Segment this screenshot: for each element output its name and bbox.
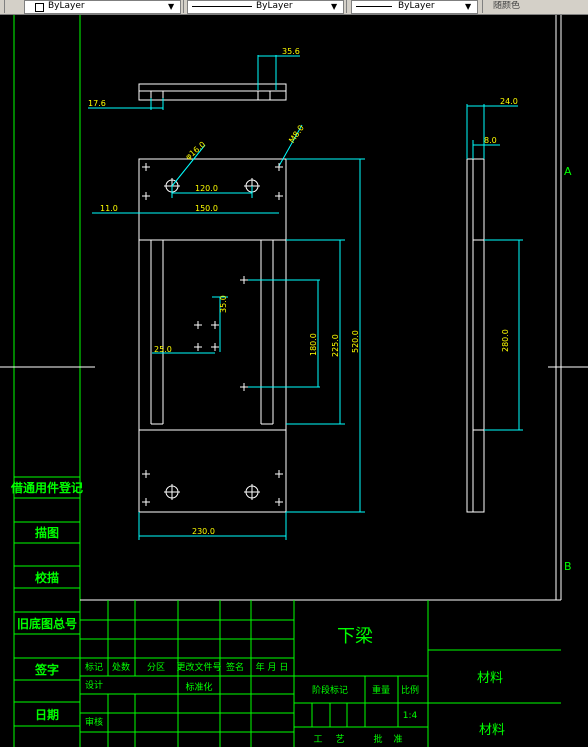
center-mark-icon [142, 498, 150, 506]
linetype-dropdown[interactable]: ByLayer ▼ [187, 0, 344, 14]
strip-label-trace: 描图 [35, 525, 59, 540]
toolbar-separator [4, 0, 5, 13]
header-change-doc: 更改文件号 [176, 661, 221, 673]
layer-dropdown[interactable]: ByLayer ▼ [24, 0, 181, 14]
header-zone: 分区 [147, 662, 165, 673]
center-mark-icon [142, 163, 150, 171]
center-mark-icon [194, 343, 202, 351]
center-mark-icon [275, 163, 283, 171]
linetype-value: ByLayer [256, 1, 293, 11]
bottom-label-approve-2: 准 [393, 734, 402, 745]
properties-toolbar: ByLayer ▼ ByLayer ▼ ByLayer ▼ 随颜色 [0, 0, 588, 15]
dim-25: 25.0 [154, 345, 172, 354]
strip-label-old-drawing-no: 旧底图总号 [17, 616, 77, 631]
toolbar-separator [482, 0, 483, 13]
strip-label-signature: 签字 [34, 662, 59, 677]
scale-value: 1:4 [403, 711, 418, 721]
lineweight-value: ByLayer [398, 1, 435, 11]
color-swatch-icon [35, 3, 44, 12]
scale-label: 比例 [401, 684, 419, 696]
center-mark-icon [240, 383, 248, 391]
header-mark: 标记 [85, 661, 103, 673]
top-view-dimensions [88, 55, 300, 110]
front-view-dimensions [92, 124, 365, 540]
linetype-preview-icon [192, 6, 252, 7]
center-mark-icon [142, 470, 150, 478]
dim-8: 8.0 [484, 136, 497, 145]
dim-225: 225.0 [331, 334, 340, 357]
side-view [466, 158, 485, 513]
weight-label: 重量 [372, 684, 390, 696]
front-view [138, 158, 287, 513]
toolbar-separator [183, 0, 184, 13]
dim-11: 11.0 [100, 204, 118, 213]
material-label-2: 材料 [479, 723, 505, 738]
dim-280: 280.0 [501, 329, 510, 352]
center-mark-icon [211, 343, 219, 351]
bottom-label-craft-2: 艺 [335, 734, 344, 745]
header-sign: 签名 [226, 661, 244, 673]
center-mark-icon [142, 192, 150, 200]
strip-label-date: 日期 [35, 707, 59, 722]
center-mark-icon [275, 192, 283, 200]
dim-35: 35.0 [219, 295, 228, 313]
header-count: 处数 [112, 661, 130, 673]
strip-label-borrow-register: 借通用件登记 [10, 480, 83, 495]
dim-180: 180.0 [309, 333, 318, 356]
design-label: 设计 [85, 679, 103, 691]
strip-label-check: 校描 [35, 570, 59, 585]
standardize-label: 标准化 [185, 681, 212, 693]
side-view-dimensions [466, 104, 523, 431]
dim-17-6: 17.6 [88, 99, 106, 108]
bottom-label-craft-1: 工 [313, 735, 322, 745]
chevron-down-icon[interactable]: ▼ [465, 2, 472, 11]
review-label: 审核 [85, 716, 103, 728]
dim-230: 230.0 [192, 527, 215, 536]
dim-520: 520.0 [351, 330, 360, 353]
lineweight-preview-icon [356, 6, 392, 7]
chevron-down-icon[interactable]: ▼ [168, 2, 175, 11]
dim-24: 24.0 [500, 97, 518, 106]
dim-hole-dia: φ16.0 [184, 140, 207, 162]
plot-style-value: 随颜色 [493, 1, 521, 11]
plot-style-dropdown[interactable]: 随颜色 [488, 0, 588, 14]
center-mark-icon [211, 321, 219, 329]
hole-markers [142, 163, 283, 506]
dim-150: 150.0 [195, 204, 218, 213]
center-mark-icon [240, 276, 248, 284]
drawing-canvas[interactable]: 35.6 17.6 φ16.0 M8.0 120.0 150.0 11.0 35… [0, 15, 588, 747]
lineweight-dropdown[interactable]: ByLayer ▼ [351, 0, 478, 14]
title-block [80, 600, 561, 747]
chevron-down-icon[interactable]: ▼ [331, 2, 338, 11]
zone-label-a: A [564, 165, 572, 178]
header-date: 年 月 日 [256, 661, 289, 673]
material-label: 材料 [477, 671, 503, 686]
zone-label-b: B [564, 560, 572, 573]
top-view [138, 83, 287, 101]
left-strip [14, 476, 80, 727]
toolbar-separator [346, 0, 347, 13]
bottom-label-approve-1: 批 [373, 733, 382, 745]
part-name: 下梁 [337, 626, 373, 647]
dim-screw: M8.0 [287, 123, 306, 144]
drawing-frame [0, 15, 588, 747]
dim-120: 120.0 [195, 184, 218, 193]
center-mark-icon [194, 321, 202, 329]
center-mark-icon [275, 498, 283, 506]
center-mark-icon [275, 470, 283, 478]
stage-mark-label: 阶段标记 [312, 684, 348, 696]
layer-value: ByLayer [48, 1, 85, 11]
dim-35-6: 35.6 [282, 47, 300, 56]
